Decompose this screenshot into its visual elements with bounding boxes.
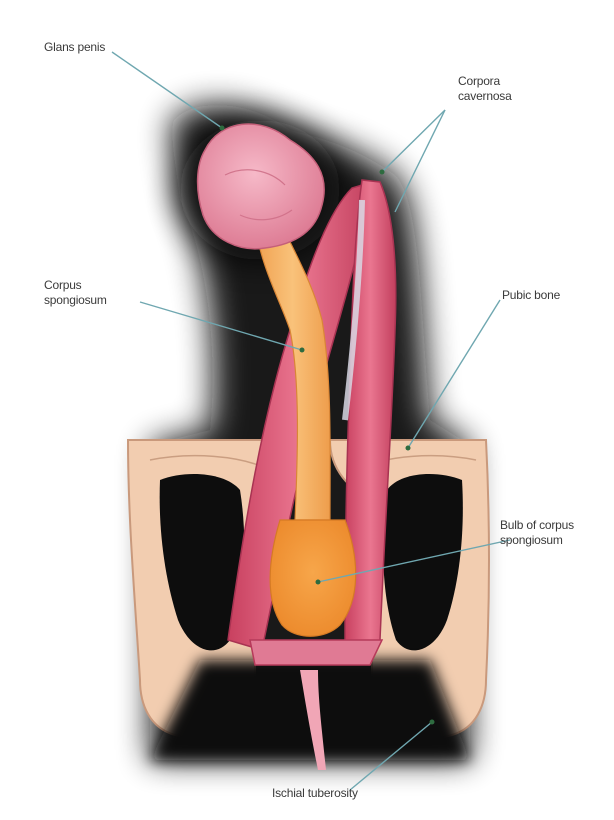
leader-corpora-cavernosa-b	[395, 110, 445, 212]
bulb-of-corpus-spongiosum	[270, 520, 356, 636]
label-corpora-cavernosa-line2: cavernosa	[458, 89, 512, 104]
label-ischial-tuberosity-text: Ischial tuberosity	[272, 786, 358, 800]
label-corpora-cavernosa: Corpora cavernosa	[458, 74, 512, 104]
leader-glans-penis	[112, 52, 222, 128]
leader-corpora-cavernosa-a	[382, 110, 445, 172]
label-ischial-tuberosity: Ischial tuberosity	[272, 786, 358, 801]
label-bulb-line2: spongiosum	[500, 533, 574, 548]
label-corpora-cavernosa-line1: Corpora	[458, 74, 512, 89]
label-pubic-bone: Pubic bone	[502, 288, 560, 303]
perineum-shadow	[150, 660, 470, 770]
label-pubic-bone-text: Pubic bone	[502, 288, 560, 302]
label-glans-penis: Glans penis	[44, 40, 105, 55]
label-corpus-spongiosum: Corpus spongiosum	[44, 278, 107, 308]
label-bulb-line1: Bulb of corpus	[500, 518, 574, 533]
label-bulb-of-corpus-spongiosum: Bulb of corpus spongiosum	[500, 518, 574, 548]
label-glans-penis-text: Glans penis	[44, 40, 105, 54]
label-corpus-spongiosum-line2: spongiosum	[44, 293, 107, 308]
label-corpus-spongiosum-line1: Corpus	[44, 278, 107, 293]
